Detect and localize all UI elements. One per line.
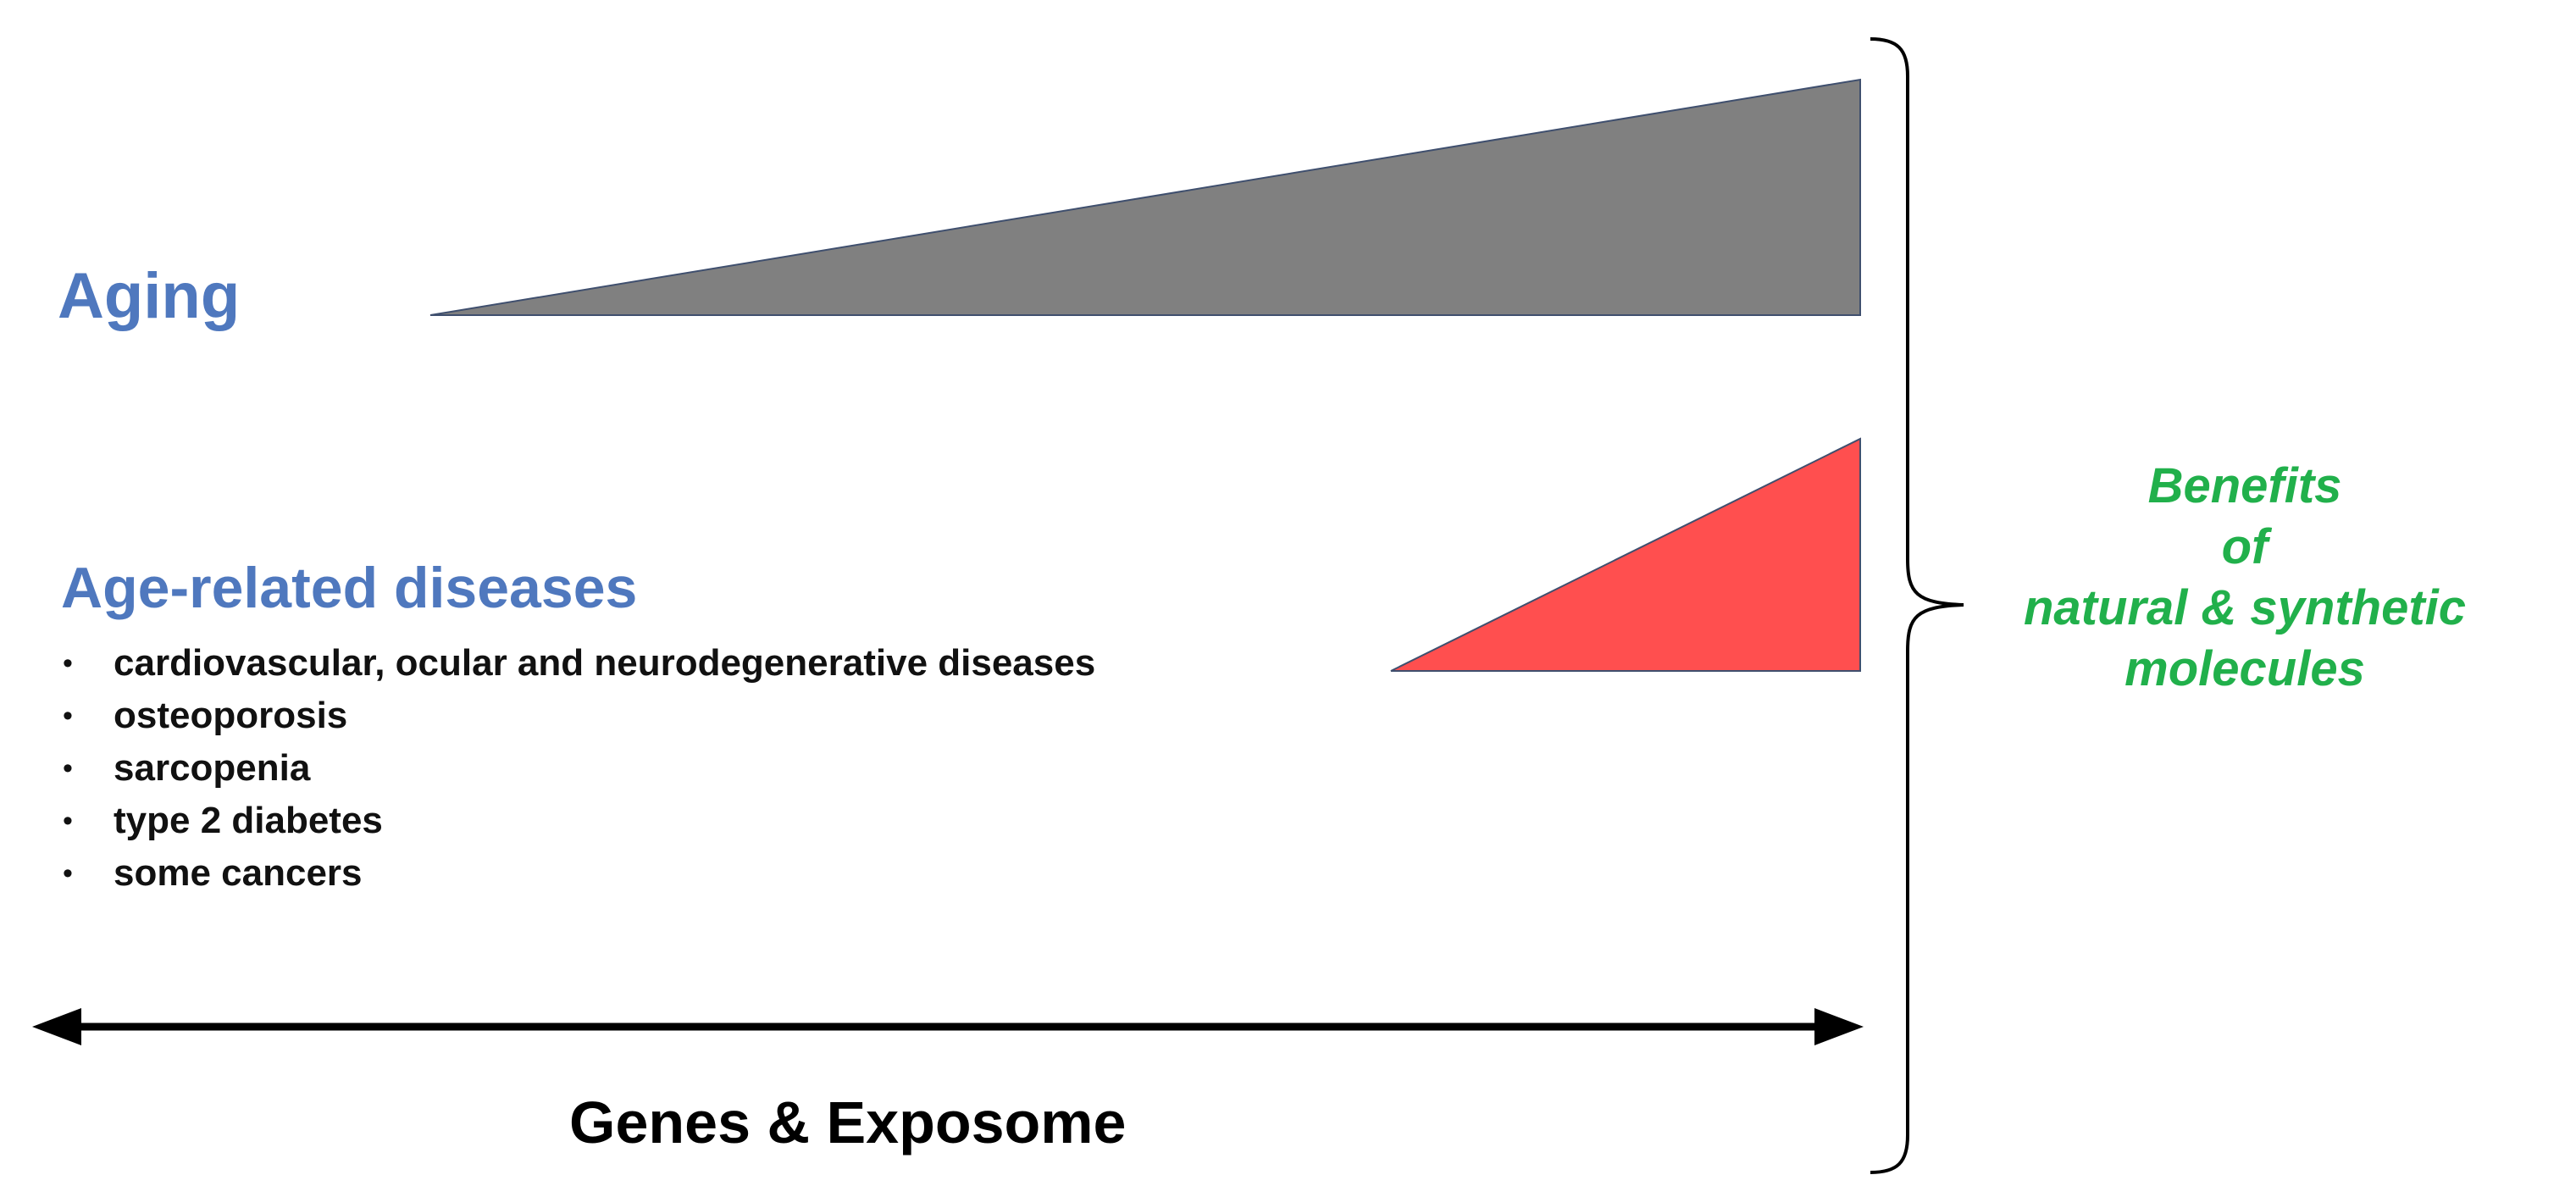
aging-wedge [429,78,1861,316]
benefits-line: of [2221,519,2269,574]
disease-item-label: osteoporosis [114,695,348,736]
arrow-left-head [32,1008,81,1045]
bullet-icon: • [63,700,73,732]
list-item: • type 2 diabetes [61,795,1095,847]
disease-list: • cardiovascular, ocular and neurodegene… [61,637,1095,900]
benefits-text: Benefits of natural & synthetic molecule… [1948,456,2541,700]
bullet-icon: • [63,647,73,679]
arrow-right-head [1814,1008,1864,1045]
list-item: • osteoporosis [61,690,1095,742]
bullet-icon: • [63,805,73,837]
disease-item-label: type 2 diabetes [114,800,383,841]
age-related-diseases-title: Age-related diseases [61,556,638,620]
list-item: • some cancers [61,847,1095,900]
genes-exposome-label: Genes & Exposome [569,1089,1127,1156]
disease-item-label: sarcopenia [114,747,311,789]
benefits-line: natural & synthetic [2023,580,2467,635]
list-item: • cardiovascular, ocular and neurodegene… [61,637,1095,690]
list-item: • sarcopenia [61,742,1095,795]
aging-label: Aging [58,260,241,332]
right-curly-brace [1870,37,1964,1174]
disease-item-label: cardiovascular, ocular and neurodegenera… [114,642,1096,684]
diseases-wedge [1390,437,1861,672]
bullet-icon: • [63,752,73,784]
benefits-line: Benefits [2147,458,2342,513]
genes-exposome-arrow [32,1008,1864,1045]
disease-item-label: some cancers [114,852,363,894]
benefits-line: molecules [2125,641,2365,696]
bullet-icon: • [63,857,73,890]
